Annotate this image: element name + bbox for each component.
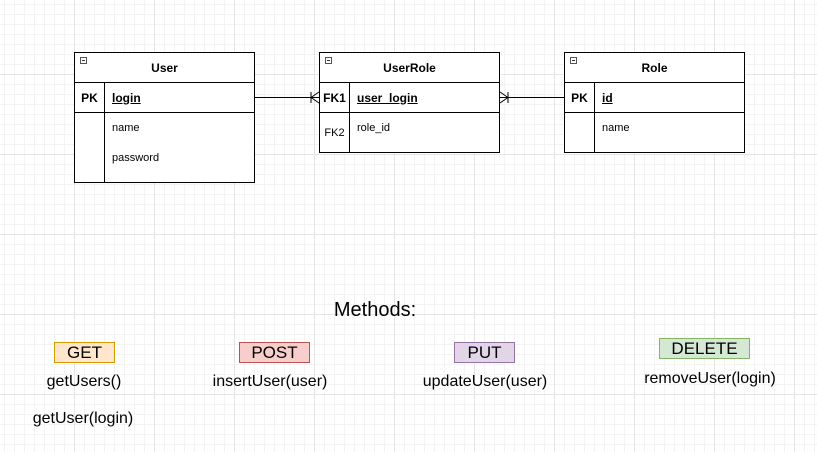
- post-badge[interactable]: POST: [239, 342, 310, 363]
- attribute-section: name password: [75, 113, 254, 182]
- attribute-field: role_id: [357, 122, 391, 134]
- method-insert-user: insertUser(user): [212, 373, 328, 390]
- entity-title: User: [151, 60, 178, 75]
- attribute-field: password: [112, 152, 160, 164]
- key-label: FK1: [320, 83, 350, 112]
- put-badge[interactable]: PUT: [454, 342, 515, 363]
- attribute-field: name: [112, 122, 140, 134]
- crowfoot-upper-userrole: [310, 91, 320, 98]
- primary-key-row: PK login: [75, 83, 254, 113]
- entity-header: User: [75, 53, 254, 83]
- key-label: FK2: [320, 113, 350, 152]
- entity-user[interactable]: User PK login name password: [74, 52, 255, 183]
- primary-key-row: PK id: [565, 83, 744, 113]
- key-column: [565, 113, 595, 152]
- entity-userrole[interactable]: UserRole FK1 user_login FK2 role_id: [319, 52, 500, 153]
- method-update-user: updateUser(user): [422, 373, 548, 390]
- primary-key-row: FK1 user_login: [320, 83, 499, 113]
- method-get-users: getUsers(): [46, 373, 122, 390]
- crowfoot-lower-userrole: [310, 97, 320, 104]
- key-column: [75, 113, 105, 182]
- crowfoot-upper-role-side: [499, 91, 509, 98]
- key-label: PK: [565, 83, 595, 112]
- attribute-section: FK2 role_id: [320, 113, 499, 152]
- primary-key-field: user_login: [357, 90, 418, 105]
- collapse-icon[interactable]: [325, 57, 332, 64]
- collapse-icon[interactable]: [80, 57, 87, 64]
- get-badge[interactable]: GET: [54, 342, 115, 363]
- method-get-user: getUser(login): [32, 410, 134, 427]
- attribute-field: name: [602, 122, 630, 134]
- method-remove-user: removeUser(login): [644, 370, 776, 387]
- entity-title: Role: [641, 60, 668, 75]
- primary-key-field: id: [602, 90, 613, 105]
- methods-heading: Methods:: [333, 299, 417, 321]
- key-label: PK: [75, 83, 105, 112]
- entity-role[interactable]: Role PK id name: [564, 52, 745, 153]
- entity-header: UserRole: [320, 53, 499, 83]
- entity-title: UserRole: [383, 60, 436, 75]
- primary-key-field: login: [112, 90, 141, 105]
- collapse-icon[interactable]: [570, 57, 577, 64]
- entity-header: Role: [565, 53, 744, 83]
- delete-badge[interactable]: DELETE: [659, 338, 750, 359]
- crowfoot-lower-role-side: [499, 97, 509, 104]
- attribute-section: name: [565, 113, 744, 152]
